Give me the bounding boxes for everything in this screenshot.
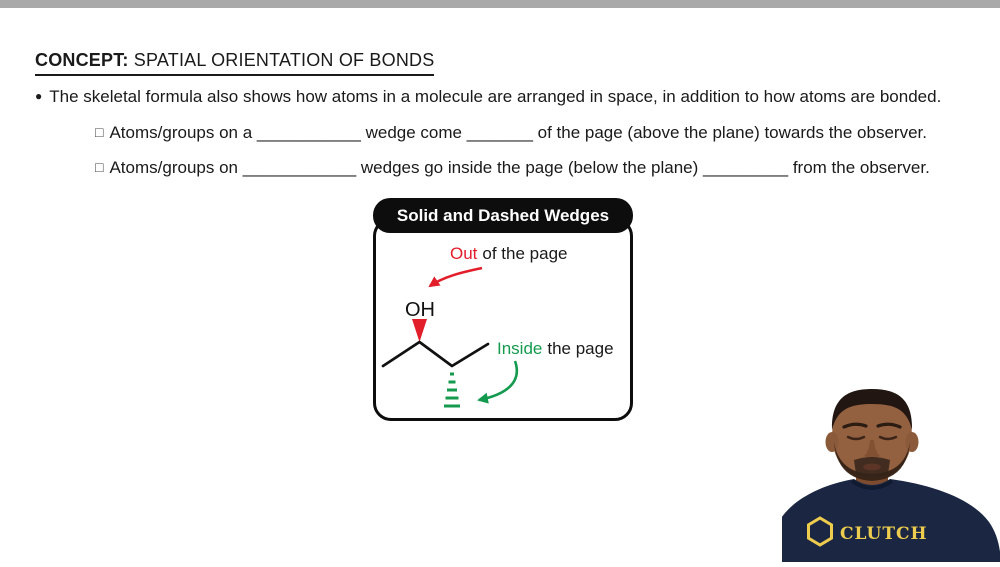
instructor-ear — [825, 432, 839, 452]
sub-bullet-1: □ Atoms/groups on a ___________ wedge com… — [95, 123, 927, 143]
inside-page-label: Inside the page — [497, 339, 614, 358]
instructor-eye — [878, 435, 898, 441]
diagram-header: Solid and Dashed Wedges — [373, 198, 633, 233]
square-bullet-icon: □ — [95, 159, 104, 175]
top-accent-bar — [0, 0, 1000, 8]
instructor-figure: CLUTCH — [774, 389, 1000, 562]
inside-word: Inside — [497, 339, 542, 358]
sub-bullet-1-text: Atoms/groups on a ___________ wedge come… — [109, 123, 927, 142]
green-curved-arrow-icon — [477, 360, 519, 404]
instructor-ear — [905, 432, 919, 452]
shirt-collar — [850, 479, 894, 490]
clutch-logo-text: CLUTCH — [840, 524, 928, 544]
out-word: Out — [450, 244, 478, 263]
oh-label: OH — [405, 299, 435, 321]
the-page-text: the page — [547, 339, 613, 358]
instructor-video: CLUTCH — [774, 380, 1000, 562]
main-bullet-text: The skeletal formula also shows how atom… — [49, 87, 942, 106]
instructor-beard — [834, 442, 910, 481]
instructor-mouth — [863, 463, 881, 471]
bullet-dot-icon: ● — [35, 89, 43, 103]
instructor-head — [832, 391, 912, 481]
instructor-hair — [831, 389, 913, 430]
instructor-eye — [846, 435, 866, 441]
sub-bullet-2: □ Atoms/groups on ____________ wedges go … — [95, 158, 930, 178]
page-title: CONCEPT: SPATIAL ORIENTATION OF BONDS — [35, 50, 435, 76]
concept-text: SPATIAL ORIENTATION OF BONDS — [128, 50, 435, 70]
of-the-page-text: of the page — [482, 244, 567, 263]
instructor-shirt — [774, 479, 1000, 562]
skeletal-chain — [381, 340, 490, 368]
solid-wedge-icon — [412, 319, 427, 342]
instructor-nose — [864, 440, 880, 458]
red-curved-arrow-icon — [428, 266, 483, 288]
instructor-eyebrow — [876, 422, 902, 429]
hexagon-logo-icon — [807, 516, 833, 547]
instructor-eyebrow — [842, 422, 868, 429]
square-bullet-icon: □ — [95, 124, 104, 140]
main-bullet: ● The skeletal formula also shows how ato… — [35, 87, 985, 107]
sub-bullet-2-text: Atoms/groups on ____________ wedges go i… — [109, 158, 930, 177]
concept-label: CONCEPT: — [35, 50, 129, 70]
dashed-wedge-icon — [444, 372, 460, 408]
